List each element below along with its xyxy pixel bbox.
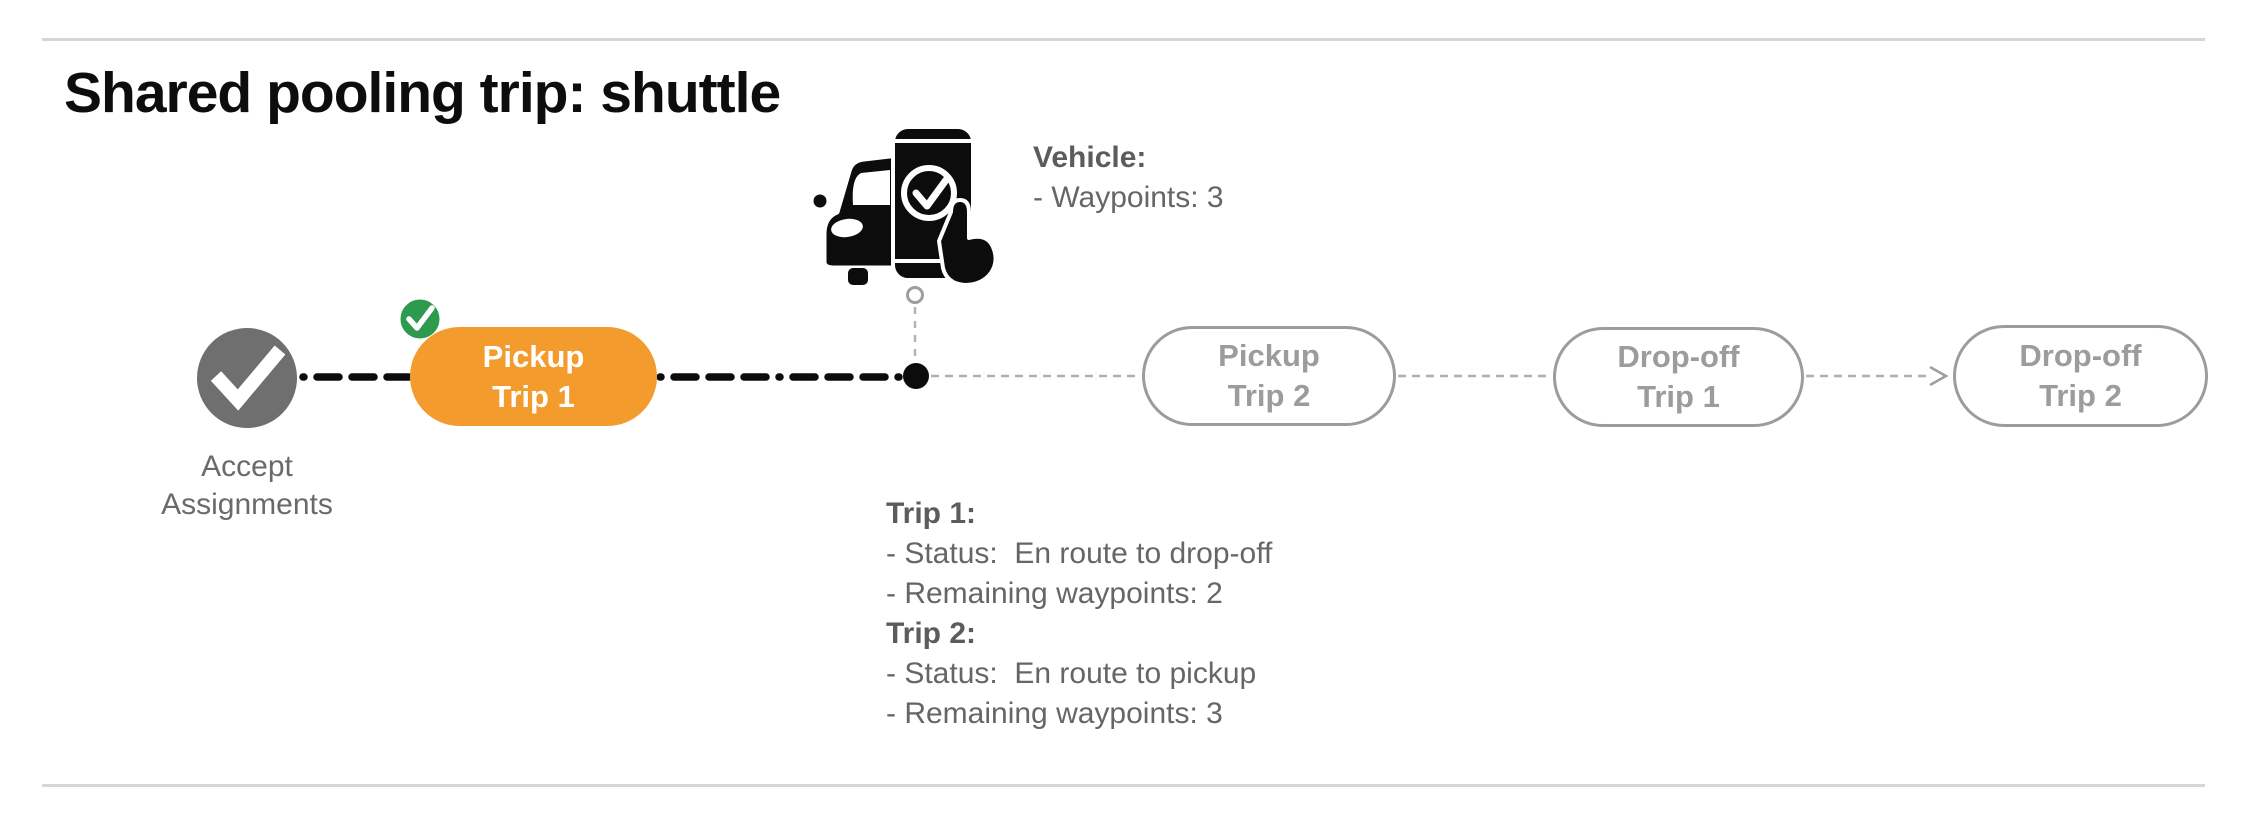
node-label-line: Drop-off <box>2019 338 2142 373</box>
node-label-line: Pickup <box>1218 338 1320 373</box>
node-dropoff-trip-2: Drop-off Trip 2 <box>1953 325 2208 427</box>
accept-assignments-label: Accept Assignments <box>97 448 397 524</box>
node-dropoff-trip-1: Drop-off Trip 1 <box>1553 327 1804 427</box>
check-badge-icon <box>406 305 435 331</box>
top-divider <box>42 38 2205 41</box>
accept-label-line2: Assignments <box>161 488 333 521</box>
trip-status-block: Trip 1: - Status: En route to drop-off -… <box>886 494 1272 734</box>
node-label-line: Trip 1 <box>1637 379 1720 414</box>
trip1-status: - Status: En route to drop-off <box>886 537 1273 570</box>
success-badge <box>397 296 443 342</box>
node-label-line: Trip 2 <box>1227 378 1311 413</box>
arrow-head-icon <box>1929 365 1949 387</box>
node-pickup-trip-1: Pickup Trip 1 <box>410 327 657 426</box>
check-icon <box>210 345 286 411</box>
trip2-title: Trip 2: <box>886 617 977 650</box>
bottom-divider <box>42 784 2205 787</box>
accept-assignments-node <box>197 328 297 428</box>
car-with-phone-check-icon <box>810 125 998 287</box>
vehicle-info-title: Vehicle: <box>1033 141 1147 174</box>
completed-node-circle <box>197 328 297 428</box>
accept-label-line1: Accept <box>201 450 293 483</box>
vehicle-position-dot <box>903 363 929 389</box>
trip2-status: - Status: En route to pickup <box>886 657 1257 690</box>
trip2-remaining-waypoints: - Remaining waypoints: 3 <box>886 697 1223 730</box>
node-label-line: Pickup <box>482 338 585 374</box>
trip1-title: Trip 1: <box>886 497 977 530</box>
node-label-line: Drop-off <box>1617 339 1740 374</box>
vehicle-info-waypoints: - Waypoints: 3 <box>1033 181 1224 214</box>
node-pickup-trip-2: Pickup Trip 2 <box>1142 326 1396 426</box>
node-label-line: Trip 2 <box>2039 378 2122 413</box>
vehicle-info-block: Vehicle: - Waypoints: 3 <box>1033 138 1224 218</box>
page-title: Shared pooling trip: shuttle <box>64 61 781 125</box>
vehicle-anchor-circle <box>906 286 924 304</box>
node-label-line: Trip 1 <box>492 378 575 414</box>
trip1-remaining-waypoints: - Remaining waypoints: 2 <box>886 577 1223 610</box>
